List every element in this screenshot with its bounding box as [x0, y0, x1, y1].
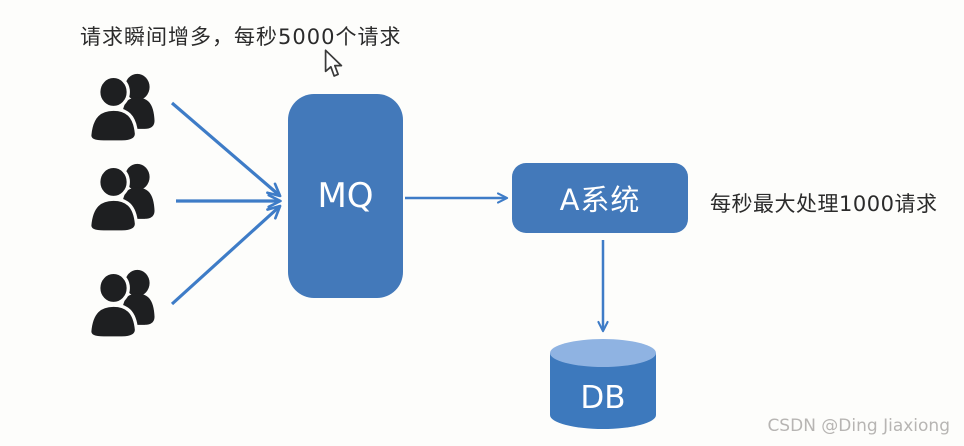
system-a-node: A系统 [512, 163, 688, 233]
system-a-node-label: A系统 [559, 183, 641, 217]
users-icon [84, 162, 166, 238]
db-node: DB [548, 336, 658, 432]
top-caption: 请求瞬间增多，每秒5000个请求 [80, 25, 402, 49]
arrow-users3-to-mq [170, 204, 282, 306]
users-icon [84, 268, 166, 344]
watermark-text: CSDN @Ding Jiaxiong [767, 416, 950, 436]
mouse-cursor-icon [324, 49, 343, 78]
database-cylinder-icon [550, 339, 656, 429]
users-icon [84, 72, 166, 148]
mq-node-label: MQ [317, 176, 374, 216]
system-a-rate-caption: 每秒最大处理1000请求 [710, 192, 938, 216]
mq-node: MQ [288, 94, 403, 298]
arrow-users1-to-mq [170, 101, 282, 198]
db-node-label: DB [580, 380, 626, 416]
